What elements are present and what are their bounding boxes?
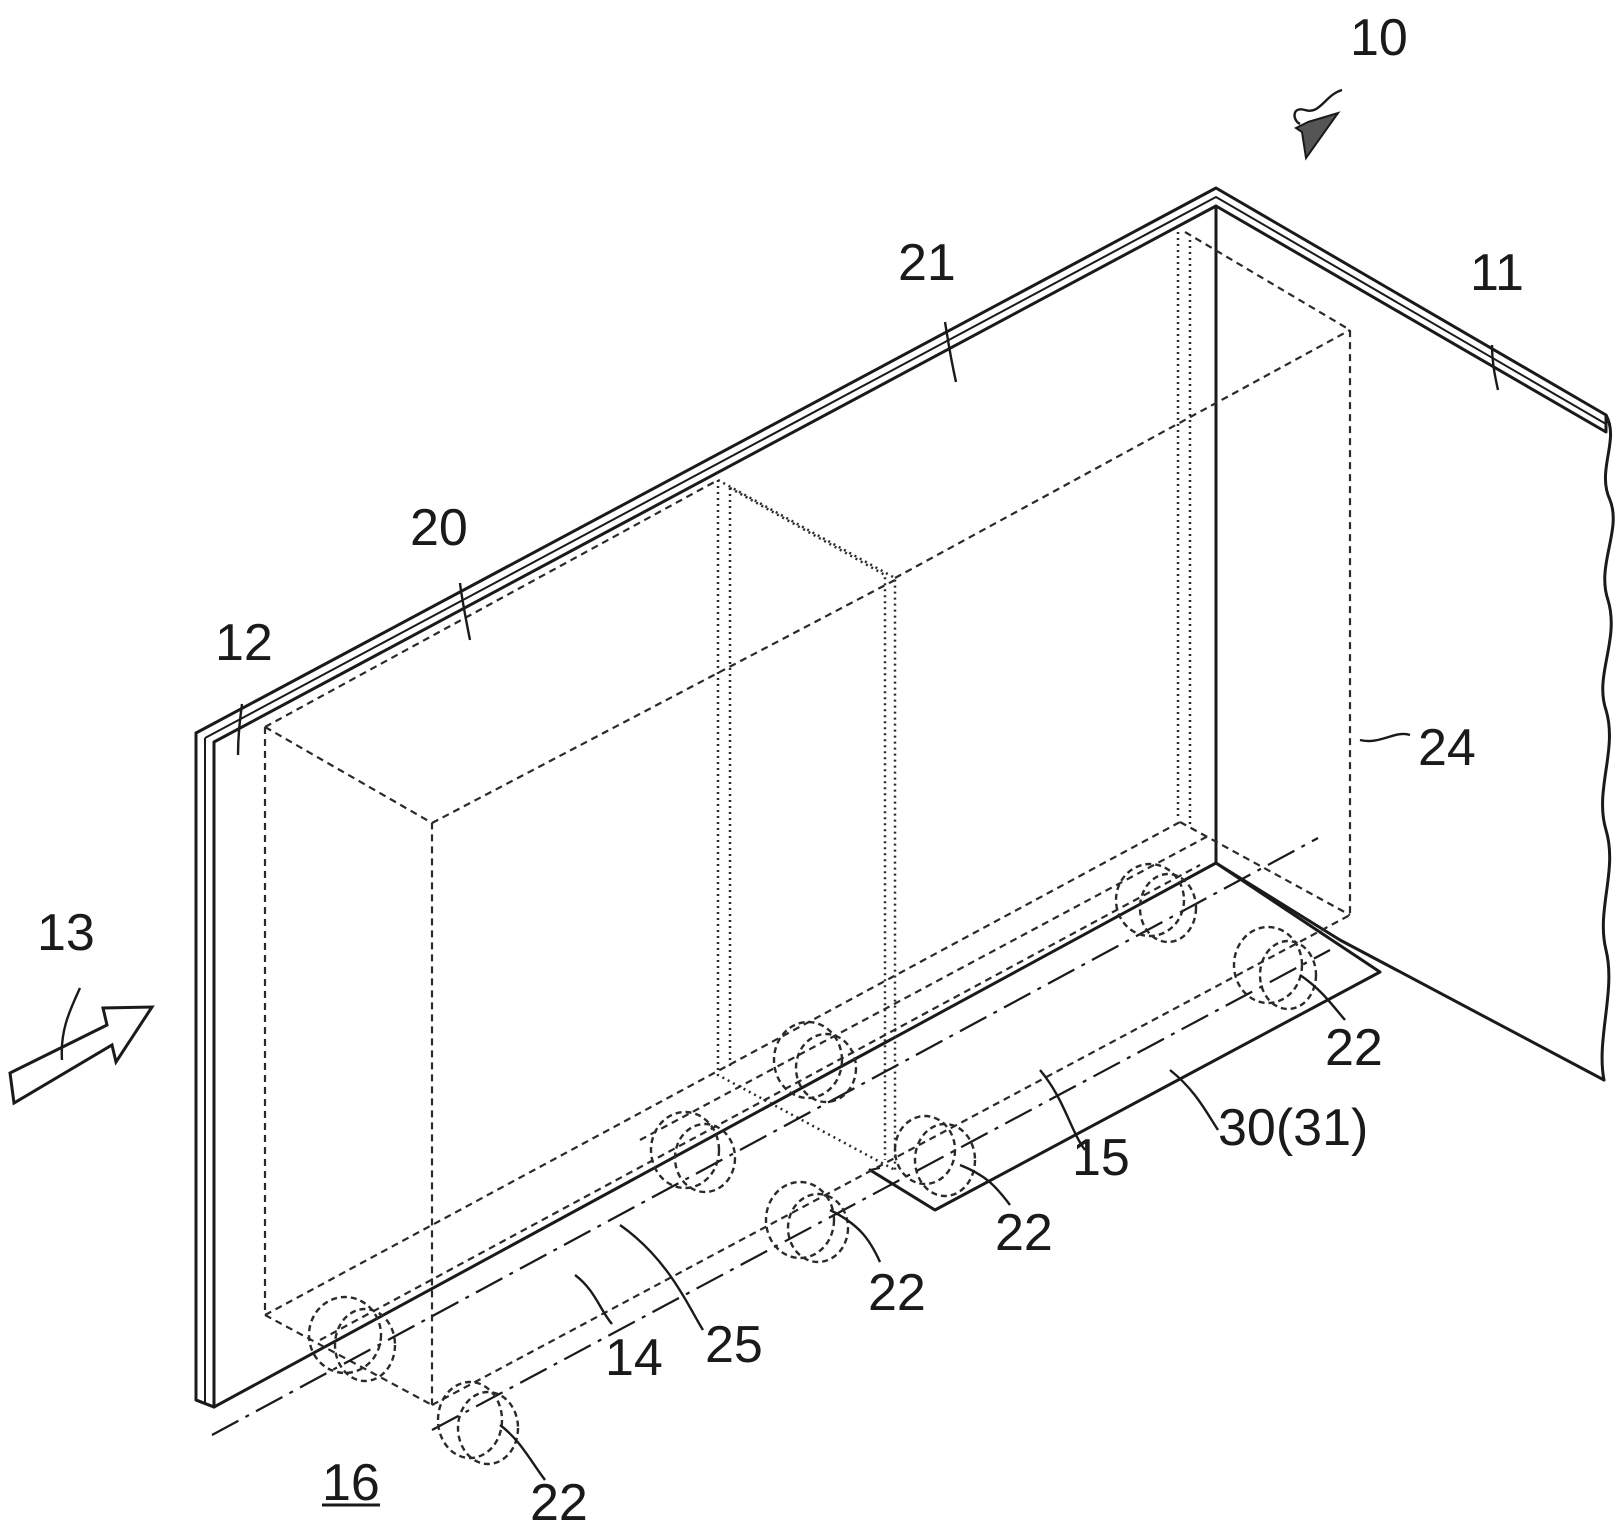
label-11: 11 xyxy=(1470,244,1524,302)
label-20: 20 xyxy=(410,499,468,557)
box-24-top-edge xyxy=(895,330,1350,578)
circle-22 xyxy=(458,1392,518,1464)
box-20-top-edge xyxy=(432,580,895,823)
wall-panel xyxy=(196,188,1613,1407)
circle-22 xyxy=(1260,941,1316,1009)
label-13: 13 xyxy=(37,904,95,962)
rail-mid-2 xyxy=(640,835,1210,1140)
circle-22 xyxy=(895,1116,955,1184)
circle-22 xyxy=(1234,927,1302,1003)
leader-14 xyxy=(575,1275,612,1324)
circle-22 xyxy=(774,1022,842,1098)
leader-22 xyxy=(830,1210,880,1262)
leader-22 xyxy=(960,1165,1010,1205)
circle-22 xyxy=(915,1124,975,1196)
label-22: 22 xyxy=(868,1264,926,1322)
box-20 xyxy=(265,480,895,1405)
label-30-31: 30(31) xyxy=(1218,1099,1368,1157)
label-25: 25 xyxy=(705,1316,763,1374)
floor-plate-front xyxy=(214,863,1380,1407)
leader-22 xyxy=(500,1425,545,1480)
box-24-right-edge xyxy=(1185,232,1350,915)
wavy-break-edge xyxy=(1602,415,1613,1080)
axis-line-15 xyxy=(432,950,1330,1430)
panel-top-edge xyxy=(196,188,1606,1407)
airflow-arrow-13 xyxy=(10,1007,152,1103)
axis-line-14 xyxy=(212,838,1318,1435)
leader-22 xyxy=(1300,975,1345,1020)
box-20-back-top xyxy=(265,480,718,727)
label-22: 22 xyxy=(530,1474,588,1525)
arrow-10-head xyxy=(1296,113,1338,158)
circles-22 xyxy=(309,864,1316,1464)
label-15: 15 xyxy=(1072,1129,1130,1187)
leader-25 xyxy=(620,1225,703,1330)
label-22: 22 xyxy=(995,1204,1053,1262)
label-22: 22 xyxy=(1325,1019,1383,1077)
rail-front xyxy=(432,915,1350,1405)
circle-22 xyxy=(766,1182,834,1258)
partition-front-edge xyxy=(718,480,895,1170)
partition-front-inner xyxy=(730,488,885,1160)
circle-22 xyxy=(335,1309,395,1381)
pointer-arrow-10 xyxy=(1295,90,1342,158)
leader-24 xyxy=(1360,734,1410,741)
label-10: 10 xyxy=(1350,9,1408,67)
label-21: 21 xyxy=(898,234,956,292)
label-16: 16 xyxy=(322,1454,380,1512)
label-24: 24 xyxy=(1418,719,1476,777)
partition-back-edge xyxy=(718,480,895,1170)
rail-mid-1 xyxy=(320,865,1200,1340)
partition xyxy=(718,480,895,1170)
floor-plate xyxy=(214,863,1380,1407)
label-14: 14 xyxy=(605,1329,663,1387)
label-12: 12 xyxy=(215,614,273,672)
leader-lines xyxy=(62,322,1498,1480)
circle-22 xyxy=(788,1194,848,1262)
